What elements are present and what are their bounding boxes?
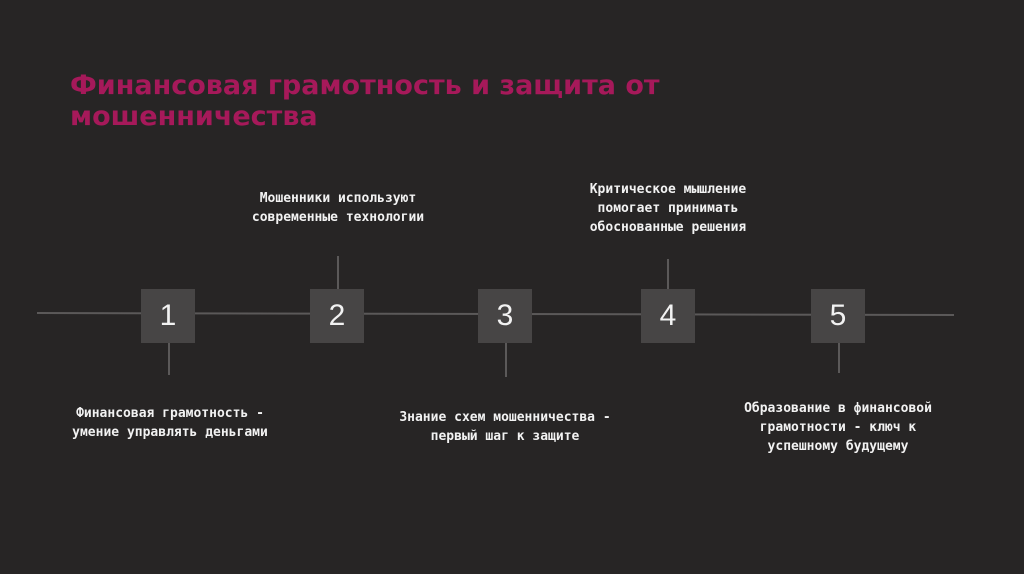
step-5-box: 5	[811, 289, 865, 343]
step-2-box: 2	[310, 289, 364, 343]
step-1-box: 1	[141, 289, 195, 343]
step-1-caption-line-1: Финансовая грамотность -	[76, 406, 264, 421]
step-3-caption-line-1: Знание схем мошенничества -	[399, 410, 611, 425]
step-1-caption-line-2: умение управлять деньгами	[72, 425, 268, 440]
step-4-caption-line-1: Критическое мышление	[589, 182, 747, 197]
step-1-number: 1	[159, 299, 177, 332]
step-2-connector	[337, 256, 339, 290]
step-4-number: 4	[659, 299, 677, 332]
step-4-box: 4	[641, 289, 695, 343]
step-5-number: 5	[829, 299, 847, 332]
slide-title: Финансовая грамотность и защита от мошен…	[70, 70, 770, 132]
step-3-number: 3	[496, 299, 514, 332]
step-2-caption: Мошенники используют современные техноло…	[188, 189, 488, 227]
step-2-caption-line-1: Мошенники используют	[259, 191, 417, 206]
step-3-caption-line-2: первый шаг к защите	[430, 429, 580, 444]
step-5-connector	[838, 343, 840, 373]
step-4-connector	[667, 259, 669, 290]
title-line-1: Финансовая грамотность и защита от	[70, 70, 660, 101]
step-4-caption: Критическое мышление помогает принимать …	[518, 180, 818, 237]
step-5-caption-line-3: успешному будущему	[767, 439, 909, 454]
step-4-caption-line-2: помогает принимать	[597, 201, 739, 216]
step-2-number: 2	[328, 299, 346, 332]
step-2-caption-line-2: современные технологии	[251, 210, 425, 225]
step-3-box: 3	[478, 289, 532, 343]
step-1-caption: Финансовая грамотность - умение управлят…	[20, 404, 320, 442]
step-1-connector	[168, 343, 170, 375]
step-5-caption-line-2: грамотности - ключ к	[759, 420, 917, 435]
step-5-caption: Образование в финансовой грамотности - к…	[688, 399, 988, 456]
step-3-connector	[505, 343, 507, 377]
step-3-caption: Знание схем мошенничества - первый шаг к…	[355, 408, 655, 446]
title-line-2: мошенничества	[70, 101, 318, 132]
step-5-caption-line-1: Образование в финансовой	[744, 401, 932, 416]
step-4-caption-line-3: обоснованные решения	[589, 220, 747, 235]
